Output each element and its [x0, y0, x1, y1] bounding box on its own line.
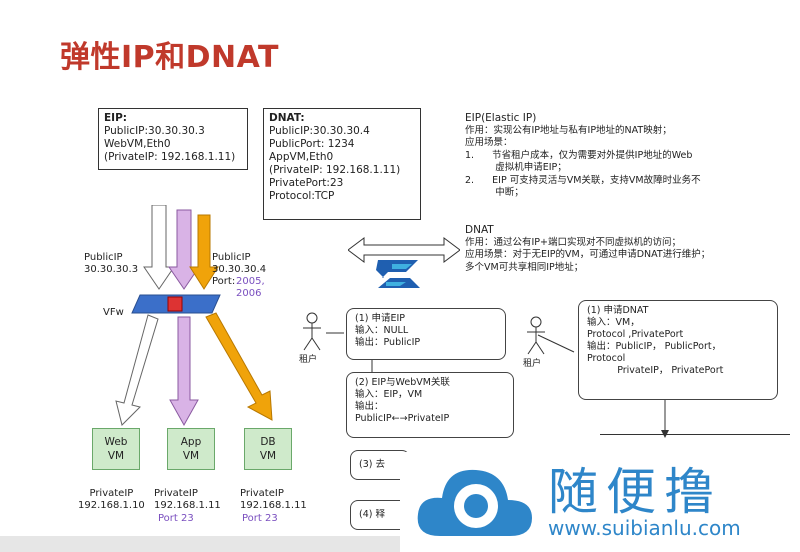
port-label: Port: [212, 276, 236, 287]
bottom-bar [0, 536, 400, 552]
dnat-details: PublicIP:30.30.30.4 PublicPort: 1234 App… [269, 125, 401, 202]
dnat-desc-title: DNAT [465, 224, 494, 236]
watermark-text: 随便撸 [548, 463, 722, 521]
web-vm-label: Web VM [104, 436, 128, 462]
traffic-arrows-diagram [115, 205, 273, 427]
db-vm-port: Port 23 [242, 513, 278, 524]
tenant-actor-left-icon [303, 312, 321, 351]
orange-arrow-out [205, 312, 273, 421]
eip-desc-item-2: 2. EIP 可支持灵活与VM关联，支持VM故障时业务不 中断； [465, 174, 701, 199]
publicip-web-label: PublicIP 30.30.30.3 [84, 252, 139, 275]
page-title: 弹性IP和DNAT [60, 40, 280, 75]
eip-desc-item-1: 1. 节省租户成本，仅为需要对外提供IP地址的Web 虚拟机申请EIP； [465, 149, 693, 174]
exchange-logo [348, 237, 460, 288]
double-arrow-icon [348, 237, 460, 263]
eip-info-box: EIP: PublicIP:30.30.30.3 WebVM,Eth0 (Pri… [98, 108, 248, 170]
tenant-right-label: 租户 [523, 359, 542, 369]
ports-value: 2005, 2006 [236, 276, 265, 299]
firewall-core [167, 296, 183, 312]
watermark-url: www.suibianlu.com [548, 516, 741, 540]
flow-step-1: (1) 申请EIP 输入：NULL 输出：PublicIP [346, 308, 506, 360]
app-vm-port: Port 23 [158, 513, 194, 524]
dnat-flow-line [600, 434, 790, 439]
dnat-description: DNAT 作用：通过公有IP+端口实现对不同虚拟机的访问； 应用场景：对于无EI… [465, 224, 790, 274]
app-vm-label: App VM [180, 436, 202, 462]
db-vm-box: DB VM [244, 428, 292, 470]
app-vm-ip: PrivateIP 192.168.1.11 [154, 488, 221, 511]
dnat-info-box: DNAT: PublicIP:30.30.30.4 PublicPort: 12… [263, 108, 421, 220]
purple-arrow-in [168, 209, 200, 290]
flow-step-2: (2) EIP与WebVM关联 输入：EIP，VM 输出： PublicIP←→… [346, 372, 514, 438]
db-vm-label: DB VM [259, 436, 277, 462]
eip-desc-scenario: 应用场景： [465, 137, 513, 148]
vfw-label: VFw [103, 307, 124, 318]
dnat-heading: DNAT: [269, 112, 305, 124]
tenant-actor-right-icon [527, 316, 545, 355]
purple-arrow-out [169, 316, 199, 427]
web-vm-ip: PrivateIP 192.168.1.10 [78, 488, 145, 511]
cloud-logo-icon [417, 469, 532, 536]
white-arrow-in [143, 205, 175, 290]
eip-desc-purpose: 作用：实现公有IP地址与私有IP地址的NAT映射； [465, 124, 672, 136]
eip-heading: EIP: [104, 112, 127, 124]
tenant-left-label: 租户 [299, 355, 318, 365]
white-arrow-out [115, 314, 159, 426]
dnat-desc-scenario: 应用场景：对于无EIP的VM，可通过申请DNAT进行维护； 多个VM可共享相同I… [465, 249, 711, 273]
eip-desc-title: EIP(Elastic IP) [465, 112, 537, 124]
publicip-app-label: PublicIP 30.30.30.4 [212, 252, 267, 275]
app-vm-box: App VM [167, 428, 215, 470]
eip-details: PublicIP:30.30.30.3 WebVM,Eth0 (PrivateI… [104, 125, 236, 163]
web-vm-box: Web VM [92, 428, 140, 470]
orange-arrow-in [189, 214, 219, 290]
s-logo-icon [376, 260, 420, 288]
db-vm-ip: PrivateIP 192.168.1.11 [240, 488, 307, 511]
eip-description: EIP(Elastic IP) 作用：实现公有IP地址与私有IP地址的NAT映射… [465, 112, 790, 200]
dnat-desc-purpose: 作用：通过公有IP+端口实现对不同虚拟机的访问； [465, 236, 681, 248]
dnat-flow-step-1: (1) 申请DNAT 输入：VM， Protocol ,PrivatePort … [578, 300, 778, 400]
